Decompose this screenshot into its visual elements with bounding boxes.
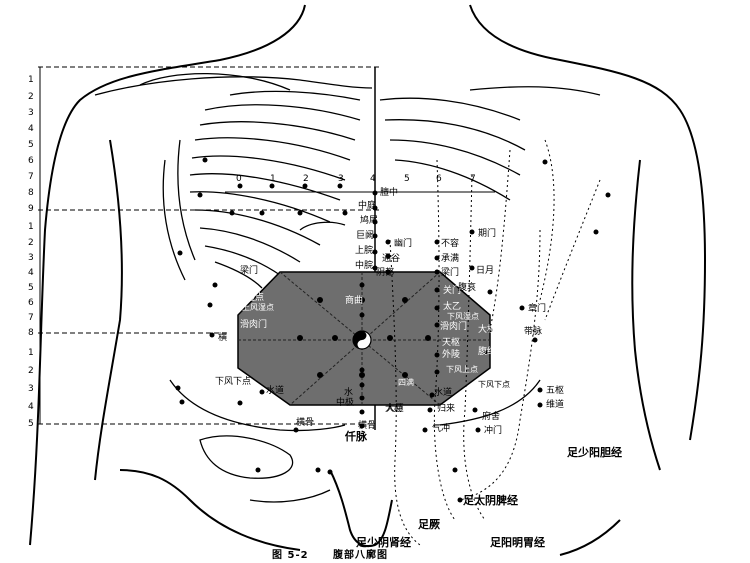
meridian-label-taiyin: 足太阴脾经 [463,494,518,507]
point-label: 阴都 [376,268,395,278]
scale-tick: 4 [370,174,376,184]
point-label: 中脘 [355,261,374,271]
point-label: 冲门 [484,426,503,436]
reference-lines [38,66,380,425]
point-label: 中庭 [358,201,377,211]
scale-tick: 9 [28,204,34,214]
scale-tick: 4 [28,124,34,134]
point-label: 府舍 [482,412,501,422]
point-label: 通谷 [382,254,401,264]
point-label: 归来 [437,404,456,414]
octagon-points [297,297,431,378]
scale-tick: 2 [28,366,34,376]
point-label: 中极 [336,398,355,408]
point-label: 水道 [434,388,453,398]
point-label: 水 [344,388,354,398]
octagon-label: 下风湿点 [447,312,479,321]
meridian-label-yangming: 足阳明胃经 [490,536,545,549]
scale-tick: 1 [28,348,34,358]
scale-tick: 8 [28,328,34,338]
octagon-label: 四满 [398,378,414,387]
point-label: 滑肉门 [240,320,268,330]
point-label: 外陵 [442,350,461,360]
scale-tick: 1 [270,174,276,184]
point-label: 梁门 [441,268,460,278]
point-label: 五枢 [546,386,565,396]
point-label: 腹哀 [458,283,477,293]
point-label: 横 [218,333,228,343]
acupoints [175,157,611,503]
point-label: 膻中 [380,188,399,198]
pelvis [169,379,541,503]
point-label: 章门 [528,304,547,314]
point-label: 期门 [478,229,497,239]
point-label: 鸠尾 [360,216,379,226]
point-label: 下风下点 [215,377,252,387]
figure-title: 腹部八廓图 [333,550,388,561]
point-label: 上脘 [355,246,374,256]
point-label: 大巨 [386,404,405,414]
octagon-label: 下风下点 [478,380,510,389]
point-label: 横骨 [358,421,377,431]
scale-tick: 2 [28,238,34,248]
scale-tick: 3 [28,253,34,263]
point-label: 太乙 [443,302,462,312]
meridian-lines [389,139,601,546]
point-label: 大横 [478,325,497,335]
point-label: 气冲 [432,424,451,434]
scale-tick: 8 [28,188,34,198]
point-label: 腹结 [478,347,497,357]
scale-tick: 4 [28,268,34,278]
scale-tick: 5 [28,419,34,429]
octagon-label: 上风湿点 [242,303,274,312]
point-label: 天枢 [442,338,461,348]
point-label: 日月 [476,266,495,276]
scale-tick: 5 [28,283,34,293]
octagon-label: 下风上点 [446,365,478,374]
meridian-label-jueyin: 足厥 [418,518,440,531]
point-label: 巨阙 [356,231,375,241]
scale-tick: 2 [303,174,309,184]
scale-tick: 1 [28,75,34,85]
scale-tick: 3 [28,108,34,118]
point-label: 维道 [546,400,565,410]
rib-cage [94,72,601,289]
scale-tick: 2 [28,92,34,102]
meridian-label-ren: 仟脉 [345,430,367,443]
scale-tick: 7 [28,172,34,182]
point-label: 不容 [441,239,460,249]
point-label: 大赫 [385,404,404,414]
point-label: 水道 [266,386,285,396]
point-label: 带脉 [524,327,543,337]
meridian-label-shaoyang: 足少阳胆经 [567,446,622,459]
scale-tick: 3 [28,384,34,394]
point-label: 幽门 [394,239,413,249]
scale-tick: 4 [28,402,34,412]
scale-tick: 1 [28,222,34,232]
point-label: 横骨 [296,418,315,428]
scale-tick: 0 [236,174,242,184]
scale-tick: 6 [28,156,34,166]
figure-number: 图 5-2 [272,550,309,561]
point-label: 滑肉门 [440,322,468,332]
point-label: 上风湿点 [228,293,265,303]
scale-tick: 7 [470,174,476,184]
scale-tick: 5 [28,140,34,150]
point-label: 梁门 [240,266,259,276]
scale-tick: 7 [28,313,34,323]
scale-tick: 5 [404,174,410,184]
point-label: 关门 [443,286,462,296]
scale-tick: 3 [338,174,344,184]
scale-tick: 6 [28,298,34,308]
point-label: 商曲 [345,296,364,306]
point-label: 承满 [441,254,460,264]
scale-tick: 6 [436,174,442,184]
meridian-label-shaoyin: 足少阴肾经 [356,536,411,549]
